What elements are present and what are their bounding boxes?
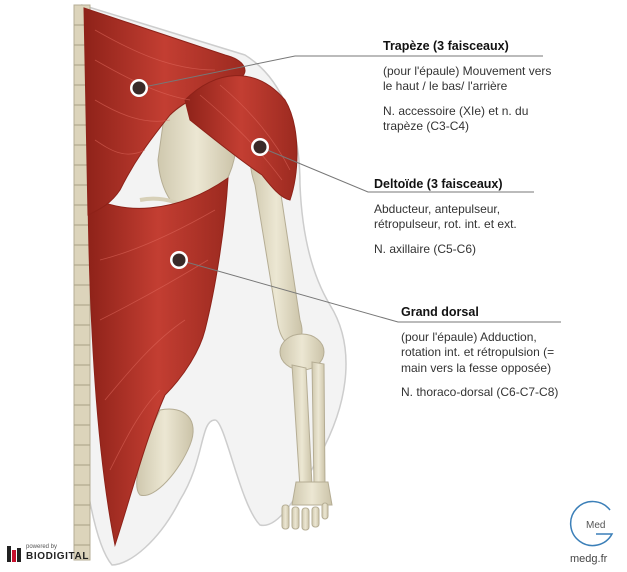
grand-dorsal-muscle [87,177,229,547]
medg-logo-text: Med [586,520,605,531]
biodigital-logo-icon [7,545,21,562]
label-trapeze: Trapèze (3 faisceaux) (pour l'épaule) Mo… [383,39,553,135]
leader-line-deltoide [259,146,534,193]
biodigital-brand[interactable]: powered by BIODIGITAL [7,544,89,563]
label-deltoide-title: Deltoïde (3 faisceaux) [374,177,503,191]
leader-line-dorsal [178,259,561,323]
label-trapeze-title: Trapèze (3 faisceaux) [383,39,509,53]
label-deltoide: Deltoïde (3 faisceaux) Abducteur, antepu… [374,177,534,257]
label-dorsal: Grand dorsal (pour l'épaule) Adduction, … [401,305,571,401]
medg-site-link[interactable]: medg.fr [570,553,608,565]
leader-lines [138,55,561,323]
biodigital-wordmark: BIODIGITAL [26,551,90,562]
ulna [311,361,326,487]
medg-logo-icon: Med [569,500,614,547]
label-dorsal-nerve: N. thoraco-dorsal (C6-C7-C8) [401,385,559,399]
label-trapeze-desc: (pour l'épaule) Mouvement vers le haut /… [383,63,552,94]
label-dorsal-title: Grand dorsal [401,305,479,319]
hand-bones [281,481,333,531]
label-trapeze-nerve: N. accessoire (XIe) et n. du trapèze (C3… [383,103,529,134]
muscle-fibers [94,29,291,471]
powered-by-text: powered by [26,544,58,550]
marker-dorsal[interactable] [170,251,188,269]
marker-deltoide[interactable] [251,138,269,156]
deltoide-muscle [184,75,298,201]
marker-trapeze[interactable] [130,79,148,97]
trapeze-muscle [83,7,246,216]
label-deltoide-desc: Abducteur, antepulseur, rétropulseur, ro… [374,201,517,232]
spine [73,4,91,561]
label-dorsal-desc: (pour l'épaule) Adduction, rotation int.… [401,329,555,375]
label-deltoide-nerve: N. axillaire (C5-C6) [374,241,477,256]
leader-line-trapeze [138,55,543,89]
